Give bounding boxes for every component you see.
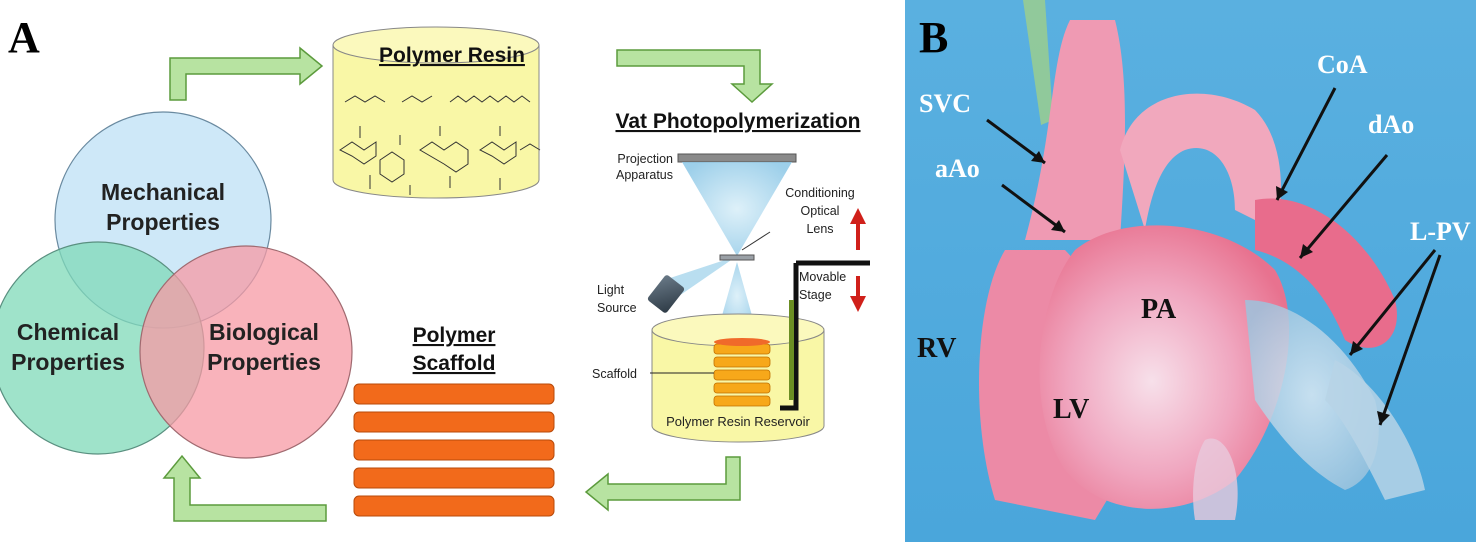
scaffold-title-line2: Scaffold (413, 352, 496, 375)
workflow-diagram: A Mechanical Properties Chemical Propert… (0, 13, 870, 522)
arrow-to-scaffold (584, 456, 741, 512)
biological-label-line2: Properties (207, 349, 321, 375)
light-label-line2: Source (597, 301, 637, 315)
polymer-scaffold (353, 383, 555, 517)
light-source-icon (647, 275, 685, 313)
biological-label-line1: Biological (209, 319, 319, 345)
movable-stage (780, 260, 870, 411)
label-aao: aAo (935, 154, 980, 183)
annotation-arrows (986, 87, 1442, 426)
label-svc: SVC (919, 89, 971, 118)
heart-model (978, 20, 1425, 520)
conditioning-label-line3: Lens (806, 222, 833, 236)
projection-label-line1: Projection (617, 152, 673, 166)
heart-model-photo: SVC aAo CoA dAo L-PV RV PA LV B (905, 0, 1476, 542)
biological-circle (139, 245, 353, 459)
arrow-to-venn (162, 454, 327, 522)
reservoir-label: Polymer Resin Reservoir (666, 414, 810, 429)
conditioning-label-line2: Optical (801, 204, 840, 218)
label-pa: PA (1141, 294, 1177, 325)
stage-label-line1: Movable (799, 270, 846, 284)
panel-a-letter: A (8, 13, 40, 62)
label-lpv: L-PV (1410, 217, 1471, 246)
stage-label-line2: Stage (799, 288, 832, 302)
optical-lens (719, 254, 755, 261)
mechanical-label-line1: Mechanical (101, 179, 225, 205)
projection-label-line2: Apparatus (616, 168, 673, 182)
mechanical-label-line2: Properties (106, 209, 220, 235)
scaffold-title-line1: Polymer (413, 324, 496, 347)
panel-b-letter: B (919, 13, 948, 62)
lens-pointer (741, 231, 771, 251)
chemical-label-line1: Chemical (17, 319, 119, 345)
mini-scaffold (713, 343, 771, 407)
label-lv: LV (1053, 394, 1089, 425)
arrow-to-vat (616, 49, 774, 104)
upper-beam (682, 162, 792, 256)
resin-title: Polymer Resin (379, 44, 525, 67)
conditioning-label-line1: Conditioning (785, 186, 855, 200)
vat-title: Vat Photopolymerization (615, 110, 860, 133)
stage-rod (789, 300, 794, 400)
scaffold-label: Scaffold (592, 367, 637, 381)
arrow-to-resin (169, 46, 324, 101)
mini-scaffold-top (714, 338, 770, 346)
projection-apparatus (677, 153, 797, 163)
panel-b: SVC aAo CoA dAo L-PV RV PA LV B (905, 0, 1476, 542)
panel-a: A Mechanical Properties Chemical Propert… (0, 13, 870, 522)
label-dao: dAo (1368, 110, 1414, 139)
light-label-line1: Light (597, 283, 625, 297)
catheter (1023, 0, 1053, 125)
chemical-structure-icon (339, 95, 541, 195)
label-coa: CoA (1317, 50, 1368, 79)
label-rv: RV (917, 333, 956, 364)
vertical-motion-arrows (850, 208, 866, 312)
chemical-label-line2: Properties (11, 349, 125, 375)
polymer-resin-cylinder: Polymer Resin (332, 26, 541, 199)
venn-diagram: Mechanical Properties Chemical Propertie… (0, 111, 353, 459)
lower-beam (718, 262, 756, 330)
